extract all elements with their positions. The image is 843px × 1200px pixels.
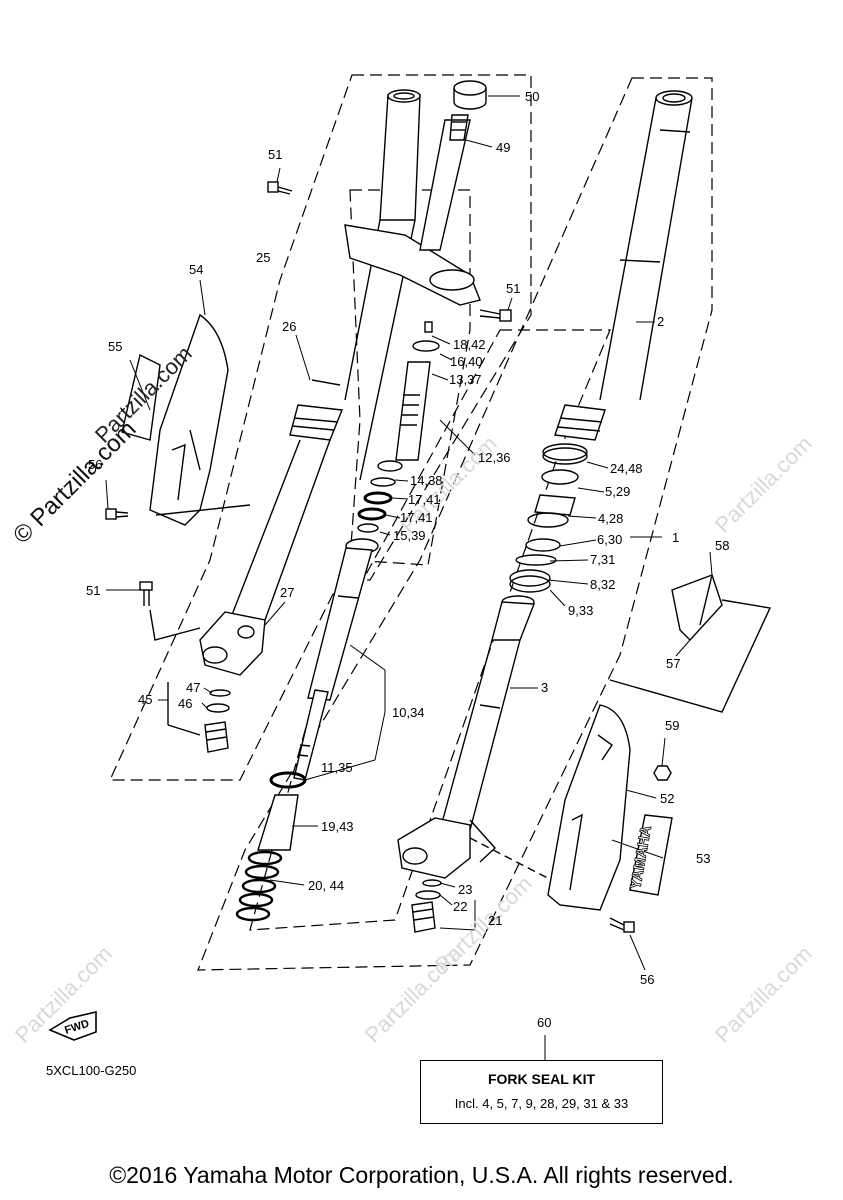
screw-56-left [105,508,129,520]
callout-label: 19,43 [321,819,354,834]
callout-label: 20, 44 [308,878,345,893]
callout-label: 10,34 [392,705,425,720]
callout-label: 57 [666,656,681,671]
callout-label: 56 [88,457,103,472]
damper-rod [293,538,379,781]
callout-label: 58 [715,538,730,553]
right-inner-tube [439,595,535,831]
o-ring-11 [269,771,307,789]
left-inner-tube [229,89,421,621]
callout-label: 27 [280,585,295,600]
bolt-51-top [267,181,293,195]
callout-label: 1 [672,530,680,545]
callout-label: 46 [178,696,193,711]
callout-label: 50 [525,89,540,104]
left-fork-guard [149,313,251,526]
fwd-arrow-icon [48,1010,97,1041]
callout-label: 59 [665,718,680,733]
callout-label: 17,41 [400,510,433,525]
callout-label: 6,30 [597,532,623,547]
callout-label: 26 [282,319,297,334]
callout-label: 9,33 [568,603,594,618]
callout-label: 52 [660,791,675,806]
callout-label: 25 [256,250,271,265]
base-bolt-45 [167,682,231,753]
callout-label: 23 [458,882,473,897]
callout-label: 11,35 [321,760,353,775]
decal-55 [121,353,161,441]
callout-label: 3 [541,680,549,695]
callout-label: 51 [86,583,101,598]
callout-label: 53 [696,851,711,866]
callout-label: 8,32 [590,577,616,592]
callout-label: 2 [657,314,665,329]
callout-label: 22 [453,899,468,914]
spring-seat-19 [257,794,299,851]
callout-label: 60 [537,1015,552,1030]
right-fork-guard [547,704,631,911]
diagram-code: 5XCL100-G250 [46,1063,137,1078]
callout-label: 56 [640,972,655,987]
leader-lines [105,95,713,1060]
copyright-notice: ©2016 Yamaha Motor Corporation, U.S.A. A… [109,1162,734,1188]
yamaha-decal [629,814,673,896]
outer-fork-group-outline [109,74,713,971]
damper-cartridge [357,321,440,533]
callout-label: 7,31 [590,552,616,567]
left-axle-bracket [149,609,266,676]
callout-label: 47 [186,680,201,695]
fork-seal-kit-box: FORK SEAL KIT Incl. 4, 5, 7, 9, 28, 29, … [420,1060,663,1124]
callout-label: 15,39 [393,528,426,543]
guard-clamp-58 [609,574,772,713]
callout-label: 13,37 [449,372,482,387]
callout-label: 21 [488,913,503,928]
callout-label: 12,36 [478,450,511,465]
fork-seal-kit-description: Incl. 4, 5, 7, 9, 28, 29, 31 & 33 [454,1096,629,1111]
screw-56-right [609,917,635,933]
right-outer-tube [554,90,693,441]
callout-label: 51 [268,147,283,162]
callout-label: 17,41 [408,492,441,507]
bolt-51-axle [139,581,153,606]
base-bolt-21 [411,879,442,933]
fork-seal-kit-title: FORK SEAL KIT [487,1071,596,1087]
callout-label: 54 [189,262,204,277]
callout-label: 49 [496,140,511,155]
callout-label: 51 [506,281,521,296]
callout-label: 14,38 [410,473,443,488]
fork-spring-20 [235,850,283,922]
callout-label: 5,29 [605,484,631,499]
callout-label: 16,40 [450,354,483,369]
callout-label: 18,42 [453,337,486,352]
callout-label: 55 [108,339,123,354]
seal-stack [509,443,588,593]
bolt-51-clamp [479,309,512,322]
steering-bracket [344,80,487,306]
callout-label: 24,48 [610,461,643,476]
nut-59 [653,765,672,781]
callout-label: 4,28 [598,511,624,526]
callout-label: 45 [138,692,153,707]
